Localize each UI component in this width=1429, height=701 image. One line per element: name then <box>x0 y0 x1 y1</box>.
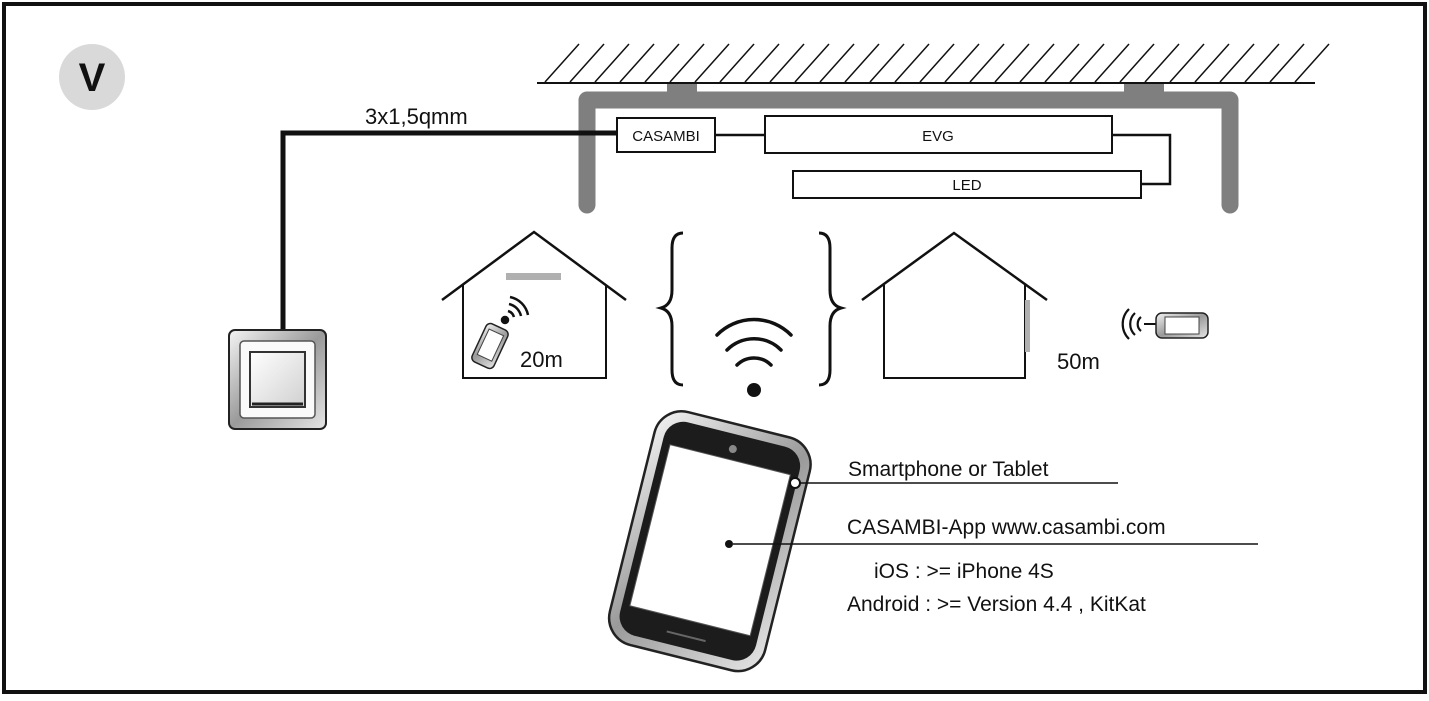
ceiling-hatch-line <box>1269 43 1305 83</box>
ceiling-hatch-line <box>719 43 755 83</box>
ceiling-hatch-line <box>844 43 880 83</box>
ceiling-hatch-line <box>819 43 855 83</box>
house-outdoor: 50m <box>861 231 1100 379</box>
ceiling-hatch-line <box>919 43 955 83</box>
brace-right <box>818 231 847 387</box>
ceiling-hatch-line <box>569 43 605 83</box>
ceiling-hatch-line <box>944 43 980 83</box>
ceiling-hatch-line <box>769 43 805 83</box>
casambi-label: CASAMBI <box>632 128 700 145</box>
ceiling-hatch-line <box>1144 43 1180 83</box>
android-requirement: Android : >= Version 4.4 , KitKat <box>847 593 1146 616</box>
ceiling-hatch-line <box>694 43 730 83</box>
wifi-small-icon <box>500 295 530 325</box>
luminaire-housing <box>578 84 1239 214</box>
ceiling-hatch-line <box>1219 43 1255 83</box>
outdoor-range-label: 50m <box>1057 349 1100 374</box>
house-indoor: 20m <box>441 230 627 379</box>
evg-label: EVG <box>922 128 954 145</box>
remote-phone-icon <box>1121 308 1209 340</box>
ceiling-hatch-line <box>744 43 780 83</box>
app-label: CASAMBI-App www.casambi.com <box>847 516 1166 539</box>
ceiling-hatch-line <box>1044 43 1080 83</box>
ceiling-hatch-line <box>1094 43 1130 83</box>
wall-light-icon <box>1025 300 1030 352</box>
ceiling-hatch-line <box>994 43 1030 83</box>
evg-driver: EVG <box>764 115 1113 154</box>
ceiling-hatch-line <box>1244 43 1280 83</box>
smartphone-illustration <box>607 410 812 673</box>
wifi-icon <box>715 317 793 397</box>
callout-device: Smartphone or Tablet <box>789 458 1118 489</box>
callout-app: CASAMBI-App www.casambi.com <box>725 516 1258 548</box>
ceiling-hatch-line <box>1119 43 1155 83</box>
ceiling-hatch-line <box>644 43 680 83</box>
cable-label: 3x1,5qmm <box>365 104 468 129</box>
ceiling-hatch-line <box>669 43 705 83</box>
ceiling-hatch-line <box>1019 43 1055 83</box>
ceiling-hatch-line <box>894 43 930 83</box>
ceiling-hatch-line <box>544 43 580 83</box>
wall-switch <box>228 329 327 430</box>
device-caption: Smartphone or Tablet <box>848 458 1049 481</box>
ceiling-hatch-line <box>1169 43 1205 83</box>
indoor-range-label: 20m <box>520 347 563 372</box>
badge-letter: V <box>79 56 106 100</box>
power-cable <box>280 130 617 332</box>
ceiling-hatch-line <box>969 43 1005 83</box>
led-module: LED <box>792 170 1142 199</box>
ceiling-hatch-line <box>1069 43 1105 83</box>
brace-left <box>655 231 684 387</box>
ceiling-light-icon <box>506 273 561 280</box>
section-badge: V <box>59 44 125 110</box>
ceiling-hatch-line <box>619 43 655 83</box>
ceiling <box>537 43 1330 84</box>
ios-requirement: iOS : >= iPhone 4S <box>874 560 1054 583</box>
ceiling-hatch-line <box>869 43 905 83</box>
ceiling-hatch-line <box>794 43 830 83</box>
evg-led-wire <box>1112 133 1172 186</box>
phone-small-icon <box>471 322 509 370</box>
led-label: LED <box>952 177 981 194</box>
ceiling-hatch-line <box>1194 43 1230 83</box>
ceiling-hatch-line <box>594 43 630 83</box>
ceiling-hatch-line <box>1294 43 1330 83</box>
casambi-module: CASAMBI <box>616 117 716 153</box>
